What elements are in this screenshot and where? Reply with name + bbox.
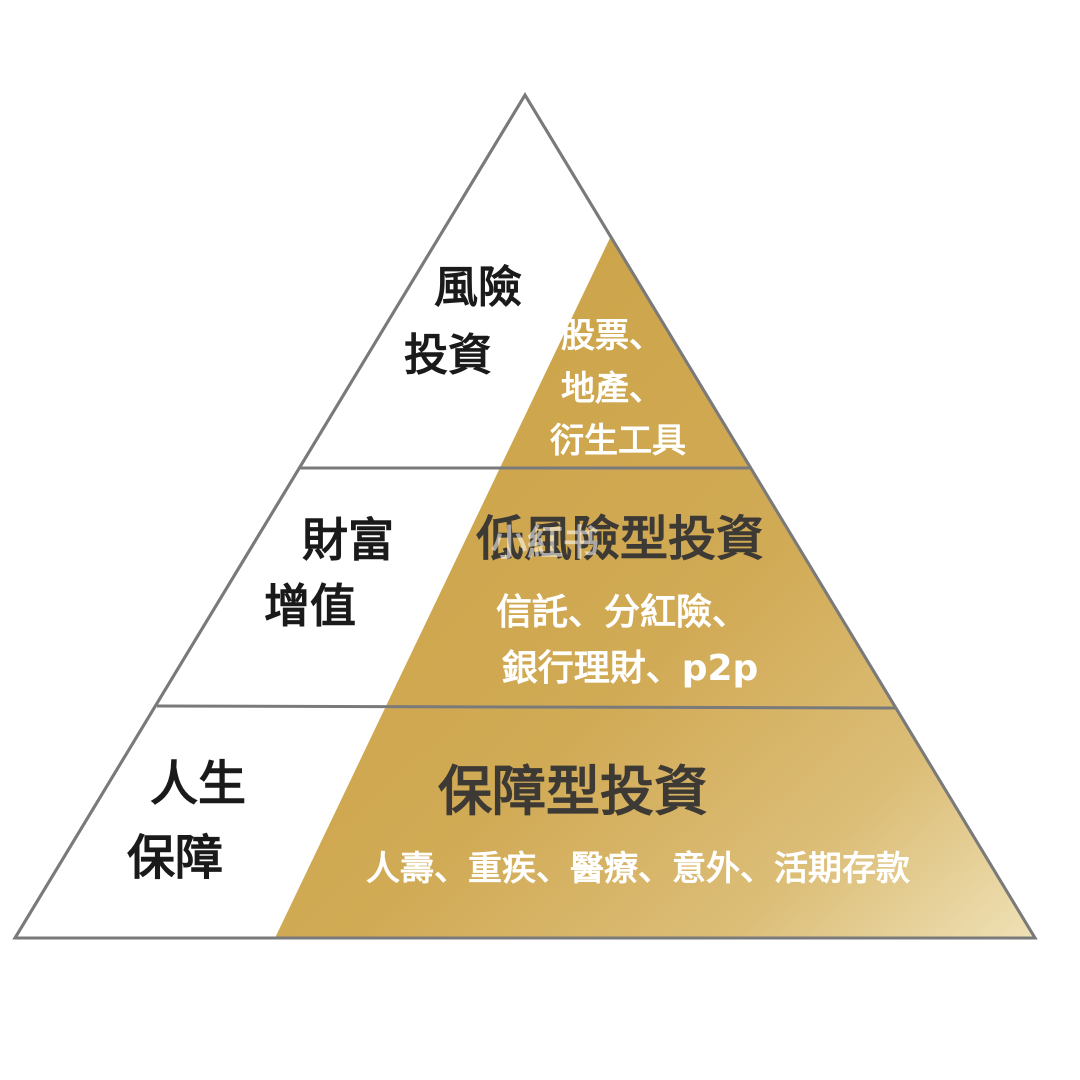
pyramid-gold-region [275, 238, 1035, 938]
tier-1-side-label-line-1: 風險 [434, 262, 522, 313]
tier-life-protection: 人生 保障 保障型投資 人壽、重疾、醫療、意外、活期存款 [127, 756, 910, 889]
tier-3-title: 保障型投資 [438, 760, 708, 823]
tier-3-item-line-1: 人壽、重疾、醫療、意外、活期存款 [366, 849, 910, 889]
tier-3-side-label-line-2: 保障 [127, 830, 223, 886]
tier-1-item-line-2: 地產、 [561, 369, 663, 409]
tier-wealth-growth: 財富 增值 低風險型投資 小紅书 信託、分紅險、 銀行理財、p2p [264, 511, 764, 689]
tier-1-side-label-line-2: 投資 [404, 330, 492, 381]
tier-3-side-label-line-1: 人生 [150, 756, 246, 812]
tier-1-item-line-3: 衍生工具 [550, 421, 686, 461]
tier-2-item-line-1: 信託、分紅險、 [496, 592, 748, 633]
tier-divider-bottom [156, 704, 896, 710]
tier-2-item-line-2: 銀行理財、p2p [502, 648, 759, 689]
watermark: 小紅书 [491, 523, 599, 564]
tier-2-side-label-line-2: 增值 [264, 579, 356, 633]
tier-risk-investment: 風險 投資 股票、 地產、 衍生工具 [404, 262, 686, 461]
pyramid-border [12, 92, 1038, 940]
tier-2-title: 低風險型投資 [476, 511, 764, 567]
tier-2-side-label-line-1: 財富 [302, 513, 394, 567]
tier-1-item-line-1: 股票、 [561, 316, 663, 356]
